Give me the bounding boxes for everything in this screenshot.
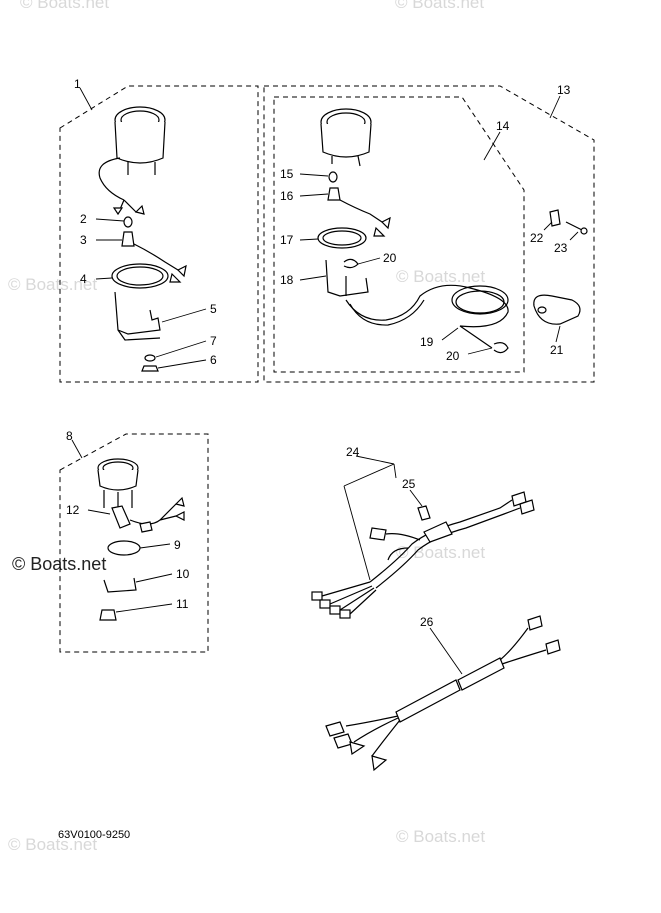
callout-5: 5 <box>210 302 217 316</box>
watermark-mid-left: © Boats.net <box>8 275 97 294</box>
watermark-main: © Boats.net <box>12 554 106 574</box>
callout-8: 8 <box>66 429 73 443</box>
watermark-top-right: © Boats.net <box>395 0 484 12</box>
harness-26: 26 <box>325 615 561 772</box>
ring-17 <box>317 227 367 249</box>
callout-7: 7 <box>210 334 217 348</box>
callout-20-upper: 20 <box>383 251 397 265</box>
harness-24-main <box>369 499 513 583</box>
gauge-1-wire <box>98 157 125 201</box>
watermark-mid-right: © Boats.net <box>396 267 485 286</box>
harness-24: 24 25 <box>311 445 535 619</box>
watermark-top-left: © Boats.net <box>20 0 109 12</box>
watermarks: © Boats.net © Boats.net © Boats.net © Bo… <box>8 0 485 854</box>
callout-20-lower: 20 <box>446 349 460 363</box>
watermark-bottom-right: © Boats.net <box>396 827 485 846</box>
diagram-code: 63V0100-9250 <box>58 829 130 841</box>
callout-1: 1 <box>74 77 81 91</box>
gauge-14-body <box>320 123 372 158</box>
bracket-5 <box>114 291 161 335</box>
bulb-15 <box>328 171 338 183</box>
clip-20-upper <box>343 258 359 269</box>
ring-4 <box>111 263 169 289</box>
assembly-14-outline <box>273 96 525 373</box>
callout-12: 12 <box>66 503 80 517</box>
watermark-bottom-left: © Boats.net <box>8 835 97 854</box>
bracket-10 <box>103 577 137 593</box>
assembly-13-outline <box>263 85 595 383</box>
callout-2: 2 <box>80 212 87 226</box>
connector-25 <box>417 505 431 521</box>
grommet-22 <box>549 209 561 227</box>
callout-10: 10 <box>176 567 190 581</box>
assembly-8: 8 12 9 10 11 <box>59 429 209 653</box>
tube-19 <box>345 284 509 349</box>
connector-12 <box>111 505 131 529</box>
assembly-13: 13 14 15 16 17 20 18 19 20 21 22 23 <box>263 83 595 383</box>
nut-6 <box>141 365 159 372</box>
callout-4: 4 <box>80 272 87 286</box>
callout-26: 26 <box>420 615 434 629</box>
callout-16: 16 <box>280 189 294 203</box>
watermark-lower-right: © Boats.net <box>396 543 485 562</box>
bracket-18 <box>325 259 369 297</box>
clip-20-lower <box>493 342 509 354</box>
nut-11 <box>99 609 117 621</box>
harness-26-sleeve-left <box>395 679 461 723</box>
washer-7 <box>144 354 156 362</box>
callout-25: 25 <box>402 477 416 491</box>
callout-17: 17 <box>280 233 294 247</box>
gauge-8-body <box>97 469 139 491</box>
callout-22: 22 <box>530 231 544 245</box>
callout-6: 6 <box>210 353 217 367</box>
pickup-21 <box>533 294 581 325</box>
socket-3 <box>121 231 135 247</box>
ring-9 <box>107 540 141 556</box>
callout-19: 19 <box>420 335 434 349</box>
screw-23 <box>565 221 583 231</box>
callout-3: 3 <box>80 233 87 247</box>
callout-9: 9 <box>174 538 181 552</box>
socket-16 <box>327 187 341 201</box>
harness-26-sleeve-right <box>457 657 505 691</box>
callout-11: 11 <box>176 597 189 611</box>
callout-24: 24 <box>346 445 360 459</box>
callout-23: 23 <box>554 241 568 255</box>
callout-15: 15 <box>280 167 294 181</box>
gauge-1-body <box>114 121 166 164</box>
callout-13: 13 <box>557 83 571 97</box>
callout-18: 18 <box>280 273 294 287</box>
assembly-1: 1 2 3 4 5 7 6 <box>59 77 259 383</box>
callout-14: 14 <box>496 119 510 133</box>
assembly-8-outline <box>59 433 209 653</box>
callout-21: 21 <box>550 343 564 357</box>
assembly-1-outline <box>59 85 259 383</box>
bulb-2 <box>123 216 133 228</box>
harness-24-sleeve <box>423 521 453 543</box>
